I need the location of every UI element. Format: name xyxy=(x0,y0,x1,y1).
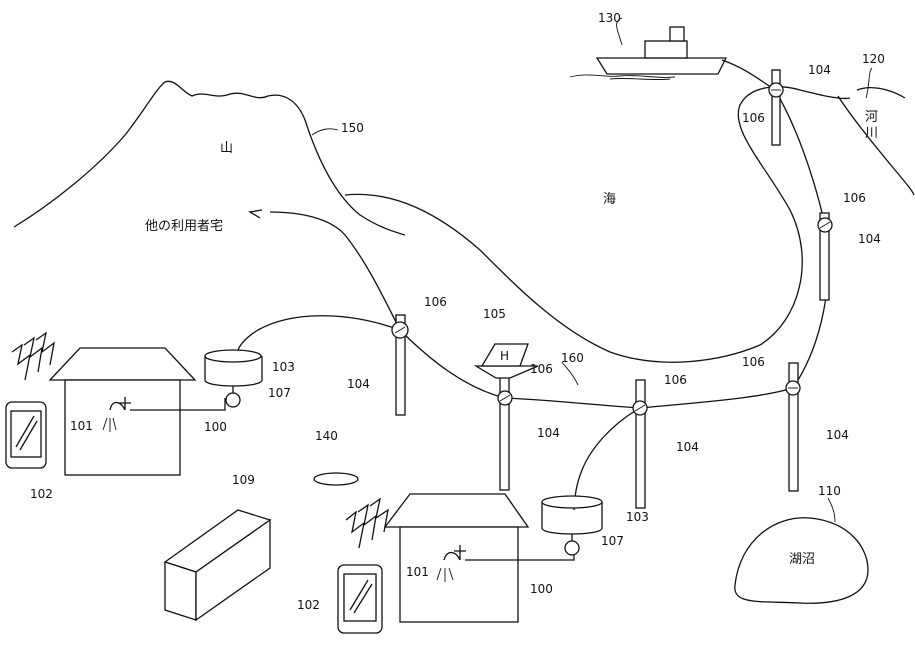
phone-lower xyxy=(337,564,383,634)
ref-lake: 110 xyxy=(818,484,841,498)
ref-house-left: 100 xyxy=(204,420,227,434)
heliport: H xyxy=(473,343,539,379)
phone-left xyxy=(5,401,47,469)
river-label-line1: 河 xyxy=(865,110,878,125)
ref-pond: 140 xyxy=(315,429,338,443)
water-network-figure: 山 150 海 河 川 120 130 他の利用者宅 160 xyxy=(5,11,915,634)
sea-label: 海 xyxy=(603,192,616,207)
ref-box: 109 xyxy=(232,473,255,487)
ref-valve-lower: 107 xyxy=(601,534,624,548)
pole-heliport xyxy=(497,371,513,491)
pole-left xyxy=(391,314,409,416)
lake-label: 湖沼 xyxy=(789,552,815,567)
river xyxy=(837,87,915,196)
ref-phone-lower: 102 xyxy=(297,598,320,612)
ref-house-lower: 100 xyxy=(530,582,553,596)
signal-left xyxy=(11,331,55,381)
pole-near-ship xyxy=(768,69,784,146)
ref-river: 120 xyxy=(862,52,885,66)
ref-node-left: 106 xyxy=(424,295,447,309)
pole-right-lower xyxy=(785,362,801,492)
ref-node-heliport: 106 xyxy=(530,362,553,376)
tank-left xyxy=(204,349,263,408)
pole-center xyxy=(632,379,648,509)
ref-pole-right: 104 xyxy=(858,232,881,246)
ref-heliport: 105 xyxy=(483,307,506,321)
ref-phone-left: 102 xyxy=(30,487,53,501)
arrow-to-other-homes xyxy=(248,209,263,219)
coastline xyxy=(344,86,851,363)
mountain xyxy=(13,80,406,236)
ref-node-ship: 106 xyxy=(742,111,765,125)
ref-pole-ship: 104 xyxy=(808,63,831,77)
ref-pole-heliport: 104 xyxy=(537,426,560,440)
helipad-letter: H xyxy=(500,349,509,363)
other-homes-label: 他の利用者宅 xyxy=(145,219,223,234)
ref-mountain: 150 xyxy=(341,121,364,135)
ref-node-center: 106 xyxy=(664,373,687,387)
ref-node-right: 106 xyxy=(843,191,866,205)
mountain-label: 山 xyxy=(220,141,233,156)
ref-faucet-left: 101 xyxy=(70,419,93,433)
ship xyxy=(569,26,728,81)
tank-lower xyxy=(541,495,603,556)
ref-pole-center: 104 xyxy=(676,440,699,454)
pole-right-upper xyxy=(817,212,833,301)
ref-pole-left: 104 xyxy=(347,377,370,391)
house-lower xyxy=(383,493,575,623)
ref-pole-right-lower: 104 xyxy=(826,428,849,442)
ref-pipeline: 160 xyxy=(561,351,584,365)
lake xyxy=(734,517,869,604)
pond xyxy=(313,472,359,486)
ref-tank-lower: 103 xyxy=(626,510,649,524)
box-109 xyxy=(163,509,272,622)
ref-faucet-lower: 101 xyxy=(406,565,429,579)
river-label-line2: 川 xyxy=(865,126,878,141)
ref-valve-left: 107 xyxy=(268,386,291,400)
ref-ship: 130 xyxy=(598,11,621,25)
signal-lower xyxy=(345,497,389,549)
ref-tank-left: 103 xyxy=(272,360,295,374)
ref-node-right-lower: 106 xyxy=(742,355,765,369)
house-left xyxy=(48,347,226,476)
